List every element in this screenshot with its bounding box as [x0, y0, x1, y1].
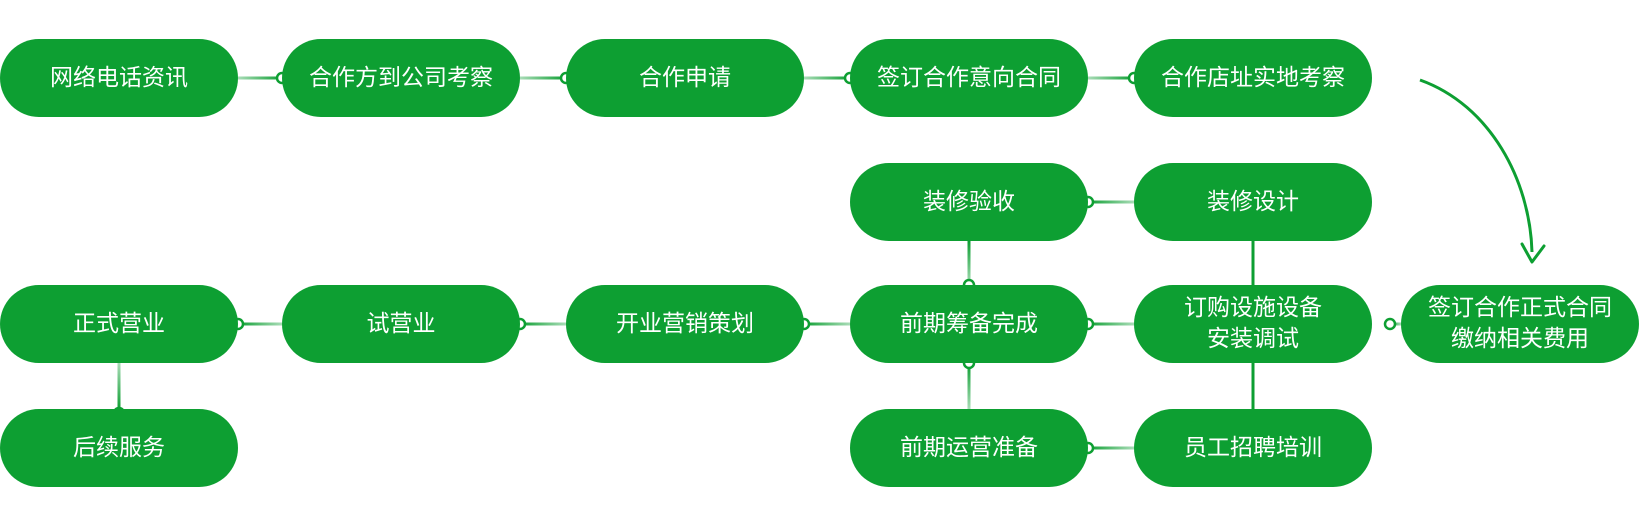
node-decoration-acceptance: 装修验收: [850, 163, 1088, 241]
node-apply: 合作申请: [566, 39, 804, 117]
node-intent-contract: 签订合作意向合同: [850, 39, 1088, 117]
node-equipment-purchase: 订购设施设备 安装调试: [1134, 285, 1372, 363]
flow-arrow: [1419, 78, 1534, 253]
node-formal-contract: 签订合作正式合同 缴纳相关费用: [1401, 285, 1639, 363]
node-after-sales: 后续服务: [0, 409, 238, 487]
node-preparation-complete: 前期筹备完成: [850, 285, 1088, 363]
node-trial-opening: 试营业: [282, 285, 520, 363]
arrowhead-icon: [1520, 242, 1546, 264]
node-staff-training: 员工招聘培训: [1134, 409, 1372, 487]
connector-dot: [1383, 317, 1397, 331]
node-decoration-design: 装修设计: [1134, 163, 1372, 241]
node-site-inspection: 合作店址实地考察: [1134, 39, 1372, 117]
node-pre-operation: 前期运营准备: [850, 409, 1088, 487]
node-network-phone-inquiry: 网络电话资讯: [0, 39, 238, 117]
node-marketing-plan: 开业营销策划: [566, 285, 804, 363]
node-formal-opening: 正式营业: [0, 285, 238, 363]
node-visit-company: 合作方到公司考察: [282, 39, 520, 117]
